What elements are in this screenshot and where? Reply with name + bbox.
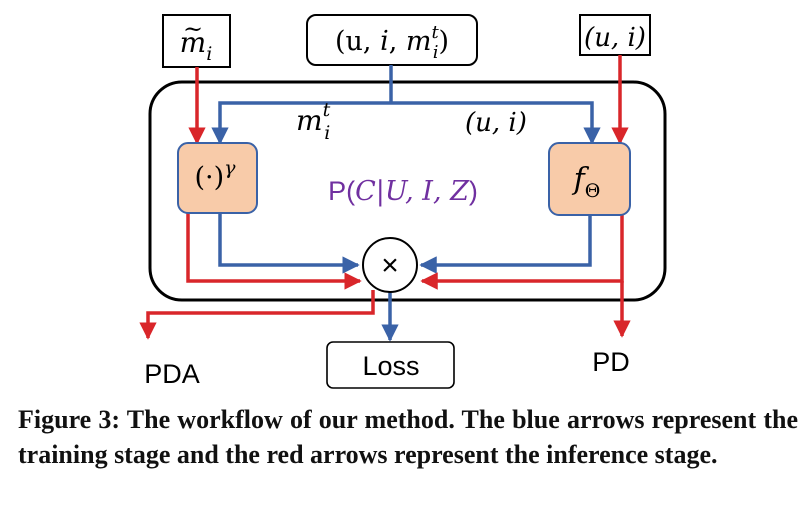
inference-arrows [139,55,631,340]
f-theta-box [548,142,631,216]
input-box-pair [579,14,651,56]
blue-arrow-f-theta-to-multiply [419,213,592,274]
training-arrows [211,65,601,342]
red-arrow-f-theta-to-multiply [420,213,624,290]
output-pd: PD [592,347,630,377]
input-m-tilde: mi [180,26,213,65]
red-arrow-power-to-multiply [186,213,362,290]
probability-label: P(C|U, I, Z) [328,176,478,207]
label-ui: (u, i) [465,108,527,138]
power-operator-box [177,142,258,214]
blue-arrow-power-to-multiply [218,213,360,274]
output-pda: PDA [144,359,200,389]
blue-arrow-to-f-theta [391,101,601,145]
m-tilde-accent: ~ [183,15,203,43]
blue-arrow-to-power [211,101,391,145]
loss-box [326,341,455,389]
multiply-node [362,237,418,293]
power-operator-label: (·)γ [194,157,236,193]
multiply-symbol: × [381,249,399,282]
model-frame [148,80,667,302]
red-arrow-to-pda [139,290,375,340]
input-pair: (u, i) [584,23,646,53]
figure-caption: Figure 3: The workflow of our method. Th… [18,405,798,469]
loss-label: Loss [362,351,419,381]
